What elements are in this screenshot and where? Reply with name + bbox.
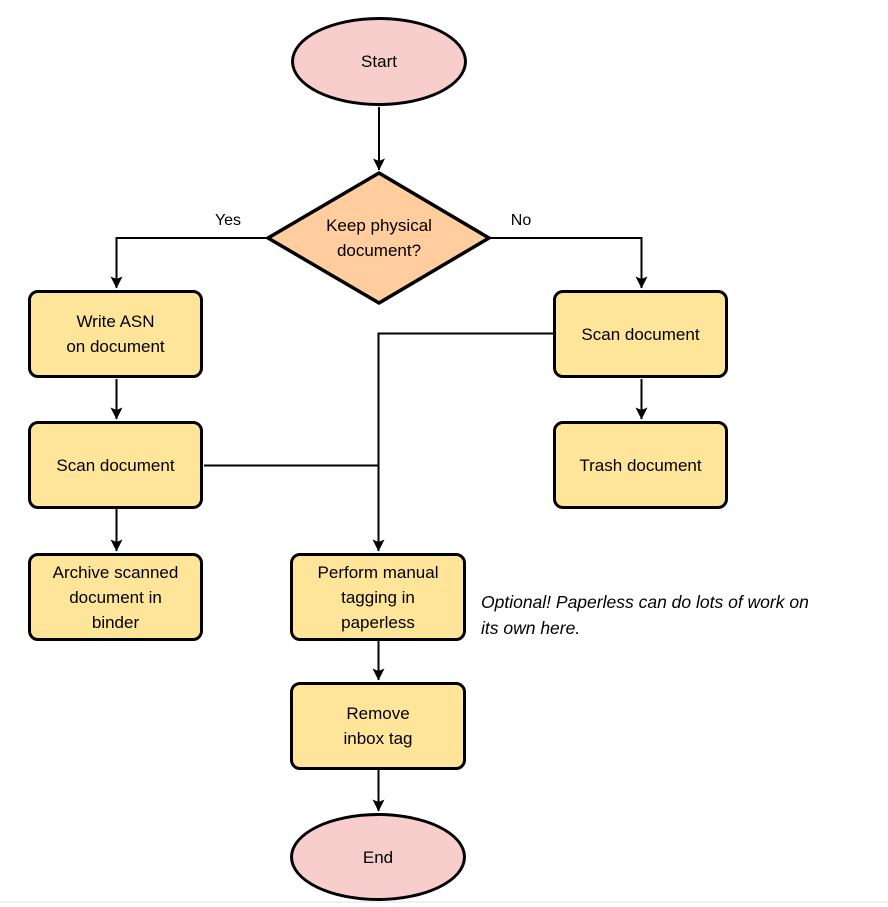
connector-decision-yes-to-write-asn	[110, 237, 268, 289]
remove-inbox-tag-label: Remove inbox tag	[343, 704, 413, 748]
edge-label-yes: Yes	[214, 212, 242, 229]
scan-document-left-node: Scan document	[28, 421, 203, 509]
archive-node: Archive scanned document in binder	[28, 553, 203, 641]
write-asn-label: Write ASN on document	[66, 312, 165, 356]
end-node: End	[290, 813, 466, 901]
start-label: Start	[361, 52, 397, 71]
decision-label: Keep physical document?	[326, 216, 432, 260]
scan-document-left-label: Scan document	[56, 455, 175, 475]
start-node: Start	[291, 17, 467, 106]
page-bottom-rule	[0, 901, 888, 903]
connector-scan-right-to-tagging	[372, 332, 553, 552]
write-asn-node: Write ASN on document	[28, 290, 203, 378]
scan-document-right-label: Scan document	[581, 324, 700, 344]
decision-diamond	[264, 170, 493, 306]
connector-decision-no-to-scan-right	[489, 237, 648, 289]
scan-document-right-node: Scan document	[553, 290, 728, 378]
manual-tagging-node: Perform manual tagging in paperless	[290, 553, 466, 641]
manual-tagging-label: Perform manual tagging in paperless	[317, 562, 439, 632]
edge-label-no: No	[510, 212, 532, 229]
trash-document-node: Trash document	[553, 421, 728, 509]
optional-note: Optional! Paperless can do lots of work …	[481, 592, 809, 638]
trash-document-label: Trash document	[579, 455, 702, 475]
end-label: End	[362, 847, 394, 867]
remove-inbox-tag-node: Remove inbox tag	[290, 682, 466, 770]
archive-label: Archive scanned document in binder	[52, 562, 179, 632]
